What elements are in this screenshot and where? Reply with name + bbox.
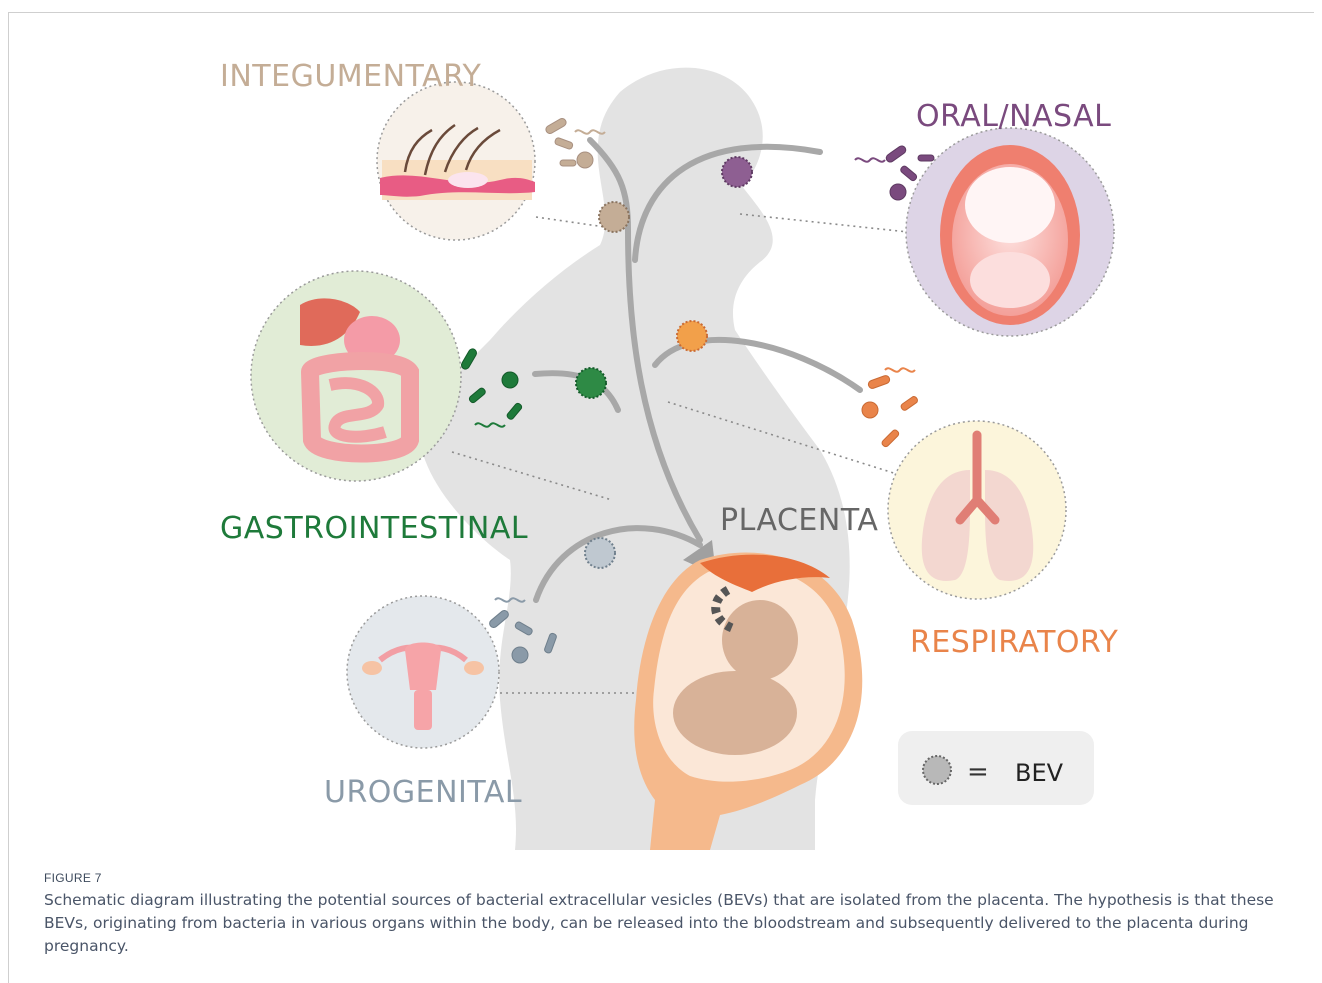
caption-text: Schematic diagram illustrating the poten… [44, 889, 1304, 958]
oral-nasal-circle [906, 128, 1114, 336]
bev-oral [722, 157, 752, 187]
uterus-fetus [634, 553, 862, 851]
figure-illustration: = BEV INTEGUMENTARY ORAL/NASAL GASTROINT… [0, 0, 1322, 850]
legend-bev-label: BEV [1015, 759, 1064, 787]
label-urogenital: UROGENITAL [324, 775, 522, 810]
label-integumentary: INTEGUMENTARY [220, 59, 481, 94]
label-placenta: PLACENTA [720, 503, 878, 538]
bev-legend: = BEV [898, 731, 1094, 805]
integumentary-circle [377, 82, 535, 240]
bev-legend-icon [923, 756, 951, 784]
caption-rule [8, 832, 9, 983]
bacteria-respiratory [862, 368, 919, 448]
bev-integumentary [599, 202, 629, 232]
label-respiratory: RESPIRATORY [910, 625, 1118, 660]
caption-label: FIGURE 7 [44, 871, 1304, 885]
urogenital-circle [347, 596, 499, 748]
gastrointestinal-circle [251, 271, 461, 481]
figure-caption: FIGURE 7 Schematic diagram illustrating … [44, 871, 1304, 958]
label-gastrointestinal: GASTROINTESTINAL [220, 511, 528, 546]
label-oral-nasal: ORAL/NASAL [916, 99, 1111, 134]
bev-gi [576, 368, 606, 398]
respiratory-circle [888, 421, 1066, 599]
bev-urogenital [585, 538, 615, 568]
legend-equals: = [967, 757, 989, 787]
bev-respiratory [677, 321, 707, 351]
